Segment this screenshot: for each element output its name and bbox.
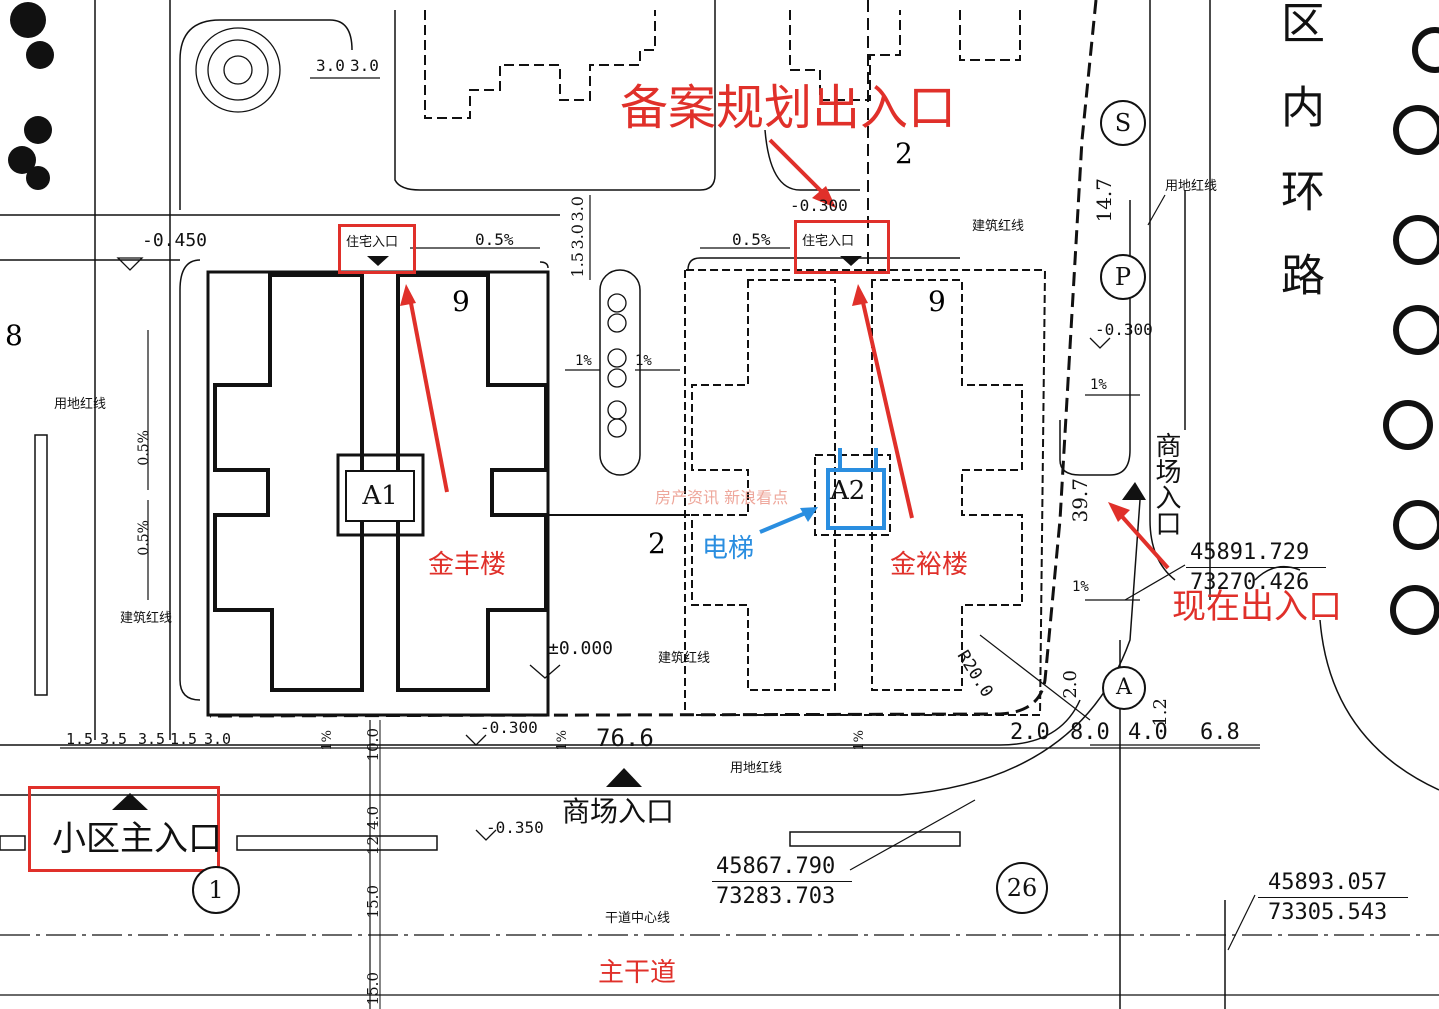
elevator-label: 电梯: [702, 534, 755, 564]
mall-entrance-right: 商场入口: [1151, 432, 1181, 536]
dim-30-v2: 3.0: [568, 224, 587, 250]
slope-05-v1: 0.5%: [136, 430, 152, 466]
dim-68: 6.8: [1200, 720, 1240, 745]
elevator-marker: [759, 448, 886, 534]
residential-entrance-left: 住宅入口: [346, 235, 399, 250]
dim-20b: 2.0: [1060, 670, 1081, 699]
upper-buildings: [424, 10, 1021, 119]
marker-1: 1: [192, 866, 240, 914]
elev-0300-right: -0.300: [1095, 320, 1153, 339]
floors-a2: 9: [928, 285, 946, 318]
building-jinfeng: [206, 270, 550, 717]
main-entrance-box: [28, 786, 220, 872]
floors-top: 2: [895, 137, 913, 170]
dim-12b: 1.2: [1150, 698, 1171, 727]
dim-150a: 15.0: [364, 885, 382, 919]
planned-entrance-label: 备案规划出入口: [620, 80, 957, 136]
dim-30c: 3.0: [204, 730, 232, 748]
dim-80: 8.0: [1070, 720, 1110, 745]
planned-entrance-box-right: [794, 220, 890, 274]
mall-entrance-bottom: 商场入口: [562, 795, 675, 828]
elev-0300-top: -0.300: [790, 196, 848, 215]
building-jinyu: [684, 269, 1047, 716]
coord1-y: 73270.426: [1190, 570, 1310, 595]
elev-0450: -0.450: [142, 230, 208, 251]
building-red-line-mid: 建筑红线: [658, 651, 711, 666]
dim-40b: 4.0: [1128, 720, 1168, 745]
slope-1-g: 1%: [852, 730, 867, 751]
marker-26: 26: [996, 862, 1048, 914]
slope-05-v2: 0.5%: [136, 520, 152, 556]
dim-30-a: 3.0: [316, 56, 345, 75]
dim-150b: 15.0: [364, 972, 382, 1006]
floors-left: 8: [5, 319, 23, 352]
coord3-rule: [1258, 897, 1408, 898]
coord2-rule: [712, 881, 852, 882]
dim-397: 39.7: [1068, 478, 1092, 523]
building-a1-tag: A1: [345, 470, 415, 522]
floors-a1: 9: [452, 285, 470, 318]
dim-35a: 3.5: [100, 730, 128, 748]
marker-s: S: [1100, 100, 1146, 146]
coord3-x: 45893.057: [1268, 870, 1388, 895]
dim-30-v: 3.0: [568, 196, 587, 222]
slope-1-b: 1%: [635, 353, 652, 369]
elev-zero: ±0.000: [548, 638, 614, 659]
land-red-line-left: 用地红线: [54, 397, 107, 412]
dim-15b: 1.5: [170, 730, 198, 748]
red-arrows: [408, 138, 1170, 570]
residential-entrance-right: 住宅入口: [802, 234, 855, 249]
inner-ring-road-label: 区内环路: [1273, 0, 1324, 336]
coord1-rule: [1186, 567, 1326, 568]
dim-766: 76.6: [596, 724, 654, 752]
slope-1-d: 1%: [1072, 579, 1089, 595]
road-center-line-label: 干道中心线: [605, 911, 671, 926]
watermark-text: 房产资讯 新浪看点: [655, 488, 789, 507]
slope-1-c: 1%: [1090, 377, 1107, 393]
coord2-x: 45867.790: [716, 854, 836, 879]
current-entrance-label: 现在出入口: [1172, 587, 1342, 627]
marker-a: A: [1102, 666, 1146, 710]
jinfeng-building-label: 金丰楼: [428, 550, 507, 580]
planned-entrance-box-left: [338, 224, 416, 274]
coord1-x: 45891.729: [1190, 540, 1310, 565]
floors-mid: 2: [648, 527, 666, 560]
dim-40: 4.0: [364, 806, 382, 830]
dim-147: 14.7: [1092, 178, 1116, 223]
dim-30-b: 3.0: [350, 56, 379, 75]
slope-1-e: 1%: [320, 730, 335, 751]
dim-15-v: 1.5: [568, 252, 587, 278]
main-road-label: 主干道: [598, 958, 677, 988]
land-red-line-right: 用地红线: [1165, 179, 1218, 194]
land-red-line-bottom: 用地红线: [730, 761, 783, 776]
building-a2-tag: A2: [830, 476, 866, 506]
building-red-line-top: 建筑红线: [972, 219, 1025, 234]
dim-20a: 2.0: [1010, 720, 1050, 745]
dim-12: 12: [364, 836, 382, 856]
slope-1-f: 1%: [555, 730, 570, 751]
slope-05-a: 0.5%: [475, 230, 514, 249]
marker-p: P: [1100, 254, 1146, 300]
complex-main-entrance-label: 小区主入口: [52, 819, 222, 859]
slope-05-b: 0.5%: [732, 230, 771, 249]
slope-1-a: 1%: [575, 353, 592, 369]
elev-0350: -0.350: [486, 818, 544, 837]
jinyu-building-label: 金裕楼: [890, 550, 969, 580]
dim-15: 1.5: [66, 730, 94, 748]
building-red-line-left: 建筑红线: [120, 611, 173, 626]
coord2-y: 73283.703: [716, 884, 836, 909]
dim-35b: 3.5: [138, 730, 166, 748]
elev-0300-bottom: -0.300: [480, 718, 538, 737]
dim-100: 10.0: [364, 728, 382, 762]
coord3-y: 73305.543: [1268, 900, 1388, 925]
